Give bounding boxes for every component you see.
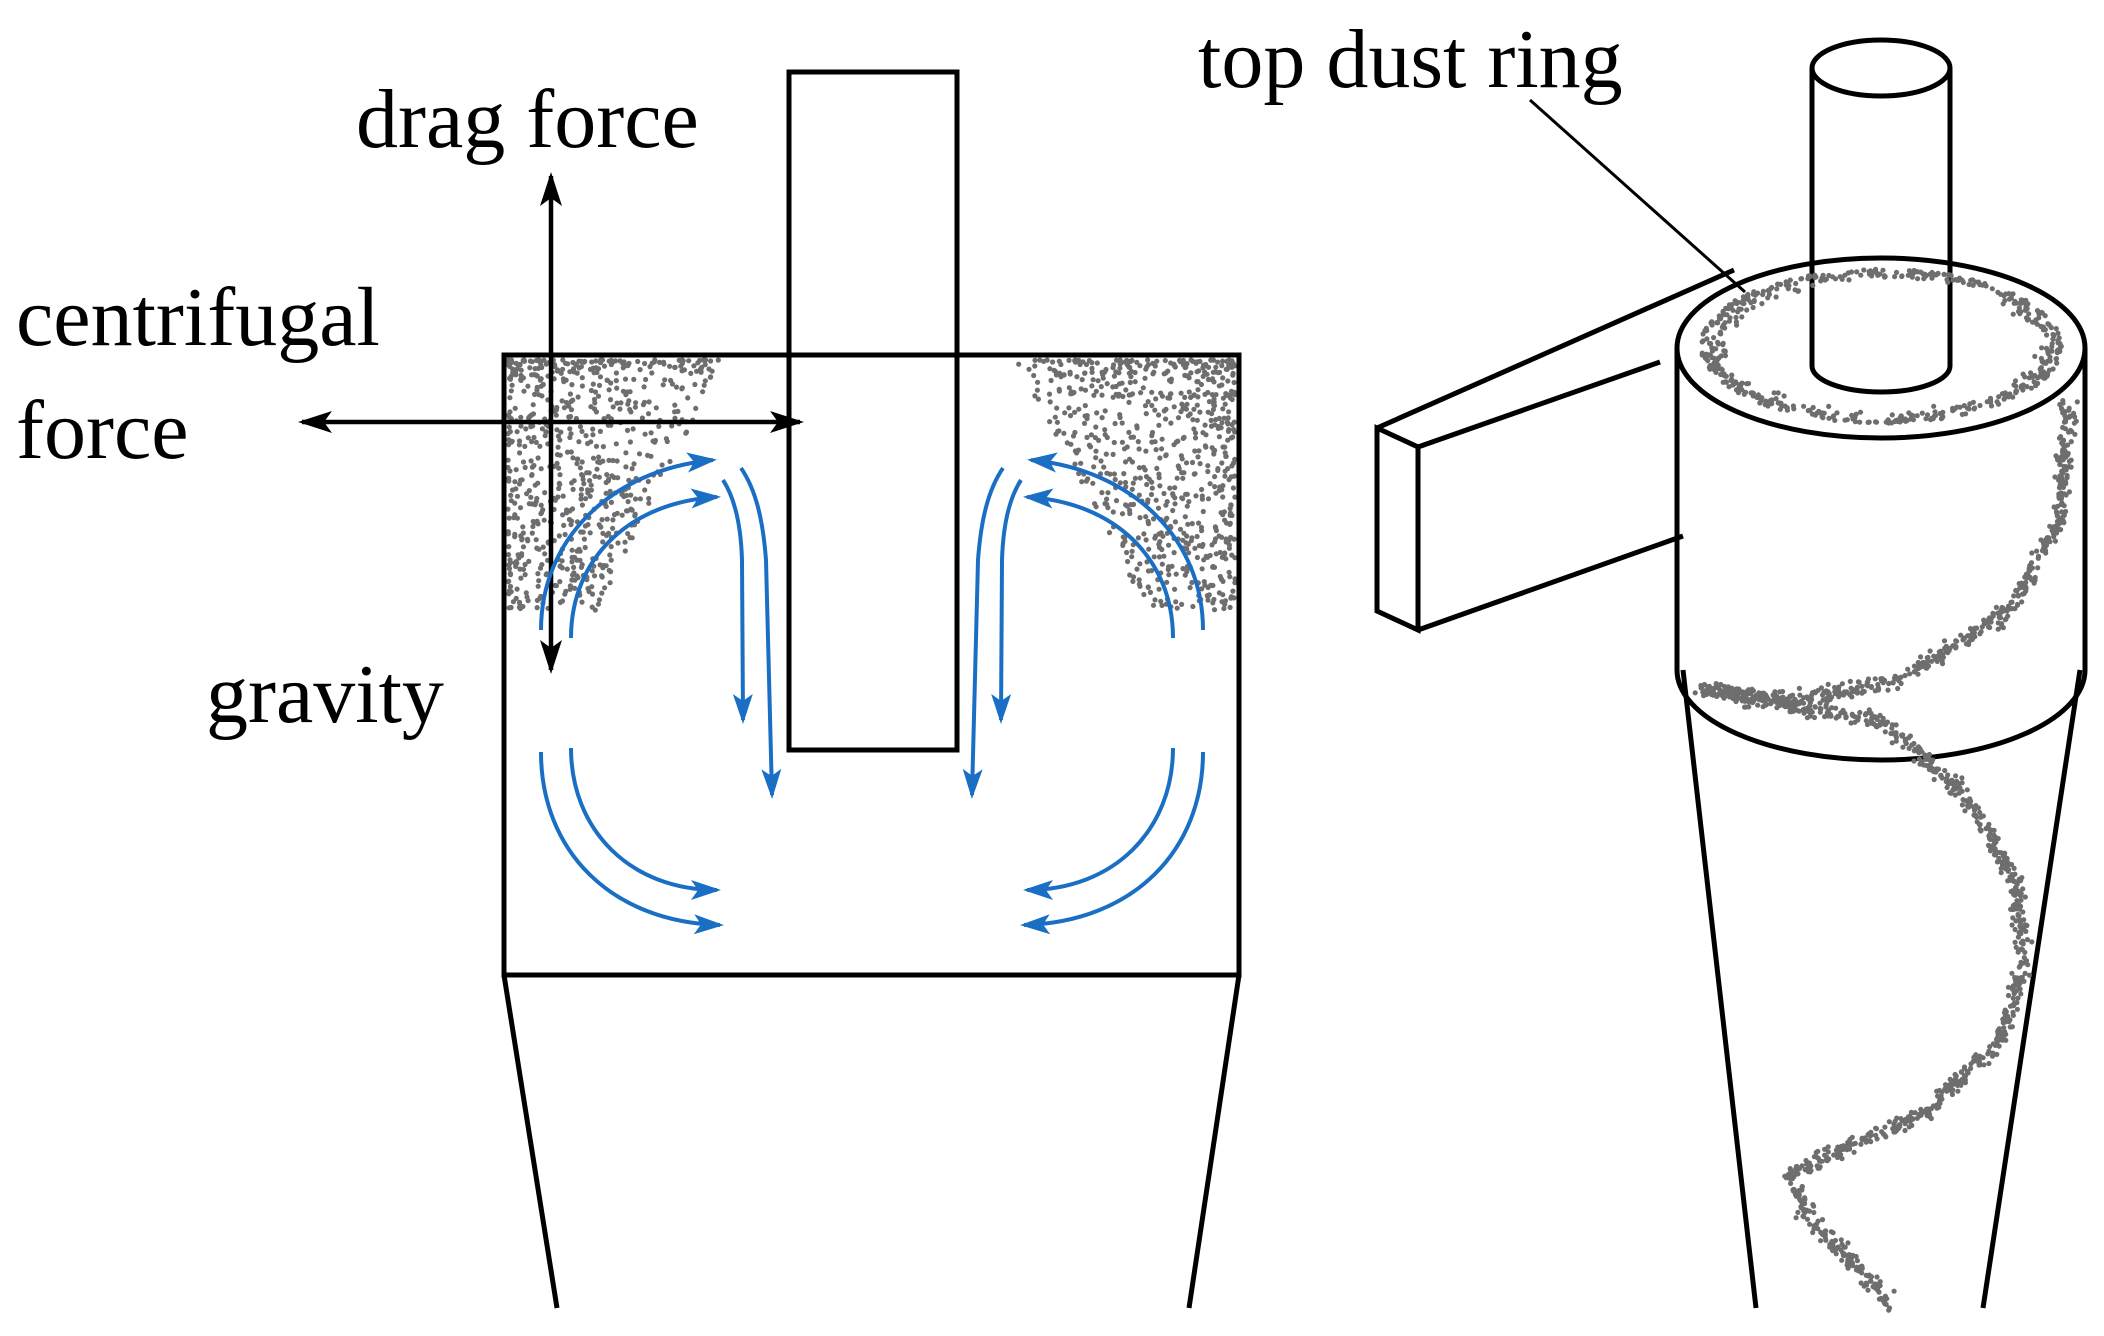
dust-spiral-trail [1692, 398, 2080, 1313]
centrifugal-force-label-line2: force [16, 384, 189, 477]
cyclone-3d-inlet-duct [1374, 267, 1736, 634]
cyclone-3d-outlet-pipe [1809, 37, 1953, 395]
cyclone-3d-cone-right [1980, 669, 2083, 1309]
dust-cloud-right [1016, 357, 1238, 613]
flow-arc-right-lower-outer [1020, 751, 1205, 935]
flow-arc-right-lower-inner [1023, 747, 1175, 900]
top-dust-ring [1699, 266, 2064, 426]
cyclone-3d-view [1374, 37, 2088, 1313]
flow-arc-left-lower-inner [569, 747, 721, 900]
top-dust-ring-label: top dust ring [1198, 13, 1623, 106]
gravity-label: gravity [206, 648, 444, 741]
flow-arc-right-upper-inner [1023, 488, 1175, 639]
force-arrows [298, 172, 804, 674]
flow-arc-left-upper-inner [569, 488, 721, 639]
centrifugal-force-label-line1: centrifugal [16, 271, 380, 364]
cyclone-3d-top-ellipse [1674, 255, 2088, 441]
flow-down-left-outer [739, 466, 782, 799]
cyclone-3d-cylinder [1674, 348, 2088, 763]
cone-left-wall [501, 974, 560, 1309]
dust-cloud-left [505, 357, 721, 613]
flow-arrows [539, 452, 1205, 935]
cyclone-body-section [501, 352, 1242, 978]
cyclone-cross-section [501, 69, 1242, 1309]
drag-force-label: drag force [356, 73, 699, 166]
cyclone-3d-cone-left [1680, 669, 1759, 1309]
top-dust-ring-leader-line [1529, 98, 1746, 294]
vortex-finder-pipe [786, 69, 960, 753]
flow-arc-left-upper-outer [539, 452, 717, 631]
flow-down-left-inner [721, 478, 753, 724]
flow-down-right-inner [991, 478, 1023, 724]
flow-down-right-outer [962, 466, 1005, 799]
flow-arc-left-lower-outer [539, 751, 724, 935]
flow-arc-right-upper-outer [1027, 452, 1205, 631]
cone-right-wall [1186, 974, 1242, 1309]
